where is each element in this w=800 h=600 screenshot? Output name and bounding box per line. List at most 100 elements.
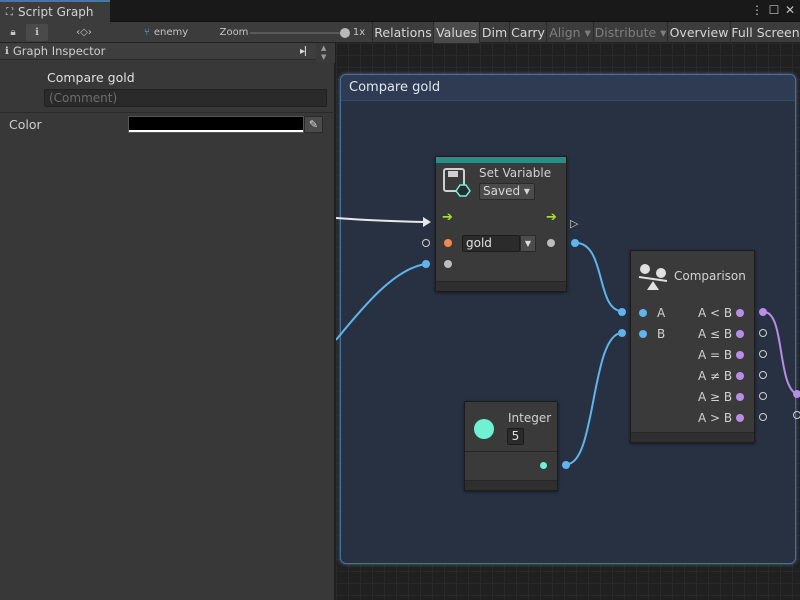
output-a-gt-b-label: A > B	[698, 411, 733, 425]
output-ge-hollow-port[interactable]	[759, 392, 767, 400]
inspector-scrollbar[interactable]: ▲ ▼	[316, 43, 335, 63]
connected-value-port[interactable]	[422, 260, 430, 268]
flow-wire	[336, 217, 425, 223]
input-b-port[interactable]	[639, 330, 647, 338]
integer-output-port[interactable]	[540, 462, 547, 469]
input-b-label: B	[657, 327, 666, 341]
zoom-value: 1x	[352, 27, 366, 38]
scroll-up-icon[interactable]: ▲	[321, 44, 327, 52]
value-wire-gold-a	[575, 242, 623, 312]
target-object-button[interactable]: ⑂ enemy	[140, 24, 192, 41]
graph-link-icon: ⑂	[143, 27, 150, 38]
full-screen-button[interactable]: Full Screen	[730, 22, 800, 43]
flow-output-arrow-icon[interactable]: ➔	[546, 210, 557, 225]
output-a-ge-b-label: A ≥ B	[698, 390, 733, 404]
wire-end-b-port[interactable]	[618, 329, 626, 337]
node-footer	[631, 432, 754, 442]
output-le-hollow-port[interactable]	[759, 329, 767, 337]
overview-button[interactable]: Overview	[667, 22, 730, 43]
inspector-header: ℹ Graph Inspector ▸⎸	[0, 43, 316, 60]
graph-canvas[interactable]: Compare gold Set Variable Saved ▾ ➔ ➔ go…	[336, 43, 800, 600]
inspector-header-title: Graph Inspector	[12, 44, 106, 58]
output-eq-hollow-port[interactable]	[759, 350, 767, 358]
eyedropper-icon[interactable]: ✎	[304, 116, 323, 133]
save-variable-icon	[442, 167, 472, 197]
flow-arrow-head	[423, 217, 431, 227]
variable-name-field[interactable]: gold	[462, 235, 520, 252]
integer-wire-start-port[interactable]	[562, 461, 570, 469]
output-ne-hollow-port[interactable]	[759, 371, 767, 379]
output-a-ne-b-label: A ≠ B	[698, 369, 733, 383]
output-a-le-b-port[interactable]	[736, 330, 744, 338]
zoom-slider-handle[interactable]	[340, 28, 350, 38]
node-footer	[465, 480, 557, 490]
gold-output-port[interactable]	[571, 239, 579, 247]
graph-inspector-panel: ℹ Graph Inspector ▸⎸ ▲ ▼ Compare gold (C…	[0, 43, 335, 600]
output-gt-hollow-port[interactable]	[759, 413, 767, 421]
info-icon[interactable]: ℹ	[26, 24, 48, 41]
node-accent-bar	[436, 157, 566, 163]
target-object-label: enemy	[153, 27, 189, 38]
variable-scope-dropdown[interactable]: Saved ▾	[479, 183, 535, 200]
connection-wires	[336, 217, 800, 465]
variable-name-port[interactable]	[444, 239, 452, 247]
node-footer	[436, 281, 566, 291]
comparison-node[interactable]: Comparison A B A < B A ≤ B A = B A ≠ B A…	[630, 250, 755, 443]
value-input-port[interactable]	[444, 260, 452, 268]
flow-input-arrow-icon[interactable]: ➔	[442, 210, 453, 225]
node-divider	[465, 451, 557, 452]
tab-script-graph[interactable]: ⛶ Script Graph	[0, 0, 110, 22]
value-wire-in	[336, 263, 427, 341]
integer-title: Integer	[508, 411, 552, 425]
code-view-icon[interactable]: ‹◇›	[76, 27, 92, 38]
input-a-port[interactable]	[639, 309, 647, 317]
dock-panel-icon[interactable]: ▸⎸	[300, 45, 316, 57]
scroll-down-icon[interactable]: ▼	[321, 53, 327, 61]
comparison-title: Comparison	[674, 269, 746, 283]
variable-dropdown-icon[interactable]: ▼	[520, 235, 536, 252]
zoom-slider-track[interactable]	[250, 32, 346, 34]
zoom-label: Zoom	[219, 27, 249, 38]
output-lt-connection-port[interactable]	[759, 308, 767, 316]
output-a-ge-b-port[interactable]	[736, 393, 744, 401]
integer-icon	[474, 419, 494, 439]
group-title[interactable]: Compare gold	[341, 75, 795, 101]
integer-node[interactable]: Integer 5	[464, 401, 558, 491]
output-a-le-b-label: A ≤ B	[698, 327, 733, 341]
integer-value-field[interactable]: 5	[507, 428, 524, 445]
align-dropdown[interactable]: Align ▾	[546, 22, 593, 43]
close-icon[interactable]: ✕	[784, 3, 796, 17]
offscreen-bool-port[interactable]	[793, 390, 800, 398]
unconnected-port[interactable]	[422, 239, 430, 247]
color-label: Color	[9, 117, 42, 132]
wire-end-a-port[interactable]	[618, 308, 626, 316]
set-variable-title: Set Variable	[479, 166, 552, 180]
dim-button[interactable]: Dim	[479, 22, 509, 43]
carry-button[interactable]: Carry	[509, 22, 546, 43]
comment-field[interactable]: (Comment)	[44, 89, 327, 107]
distribute-dropdown[interactable]: Distribute ▾	[593, 22, 667, 43]
maximize-icon[interactable]: ☐	[768, 3, 780, 17]
output-a-ne-b-port[interactable]	[736, 372, 744, 380]
bool-wire-out	[763, 311, 800, 396]
color-swatch[interactable]	[128, 116, 304, 133]
input-a-label: A	[657, 306, 666, 320]
offscreen-hollow-port[interactable]	[793, 411, 800, 419]
lock-icon[interactable]: 🔒︎	[10, 27, 16, 38]
info-icon: ℹ	[5, 45, 9, 57]
output-a-lt-b-port[interactable]	[736, 309, 744, 317]
set-variable-node[interactable]: Set Variable Saved ▾ ➔ ➔ gold ▼	[435, 156, 567, 292]
output-a-gt-b-port[interactable]	[736, 414, 744, 422]
values-button[interactable]: Values	[433, 22, 479, 43]
output-a-eq-b-port[interactable]	[736, 351, 744, 359]
value-output-port[interactable]	[547, 239, 555, 247]
flow-output-hollow-icon[interactable]: ▷	[570, 217, 579, 230]
window-tab-bar: ⛶ Script Graph ⋮ ☐ ✕	[0, 0, 800, 22]
divider	[0, 112, 335, 113]
relations-button[interactable]: Relations	[372, 22, 433, 43]
output-a-lt-b-label: A < B	[698, 306, 733, 320]
more-options-icon[interactable]: ⋮	[751, 3, 763, 17]
value-wire-int-b	[566, 332, 623, 465]
output-a-eq-b-label: A = B	[698, 348, 733, 362]
graph-title[interactable]: Compare gold	[47, 70, 135, 85]
